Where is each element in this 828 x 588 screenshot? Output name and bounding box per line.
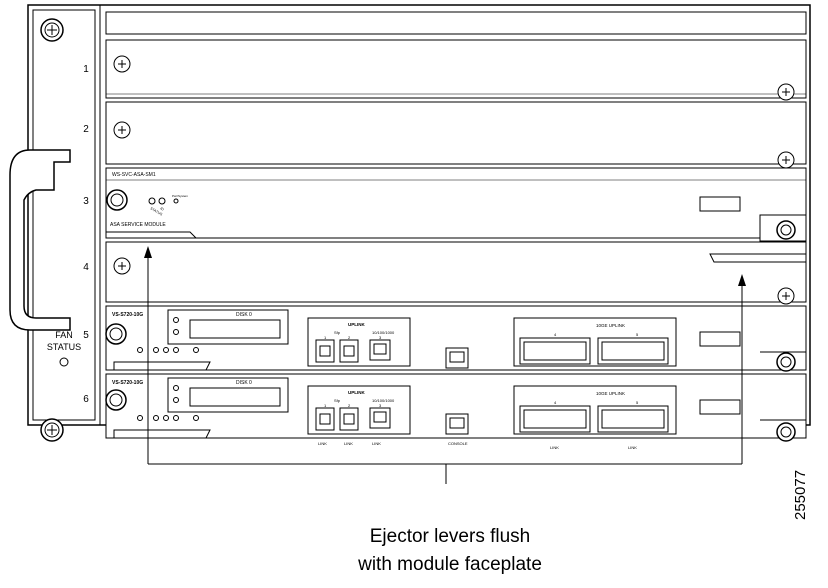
slot-5-port-4: 4	[554, 332, 557, 337]
slot-6-port-4: 4	[554, 400, 557, 405]
slot-6-link-1: LINK	[318, 441, 327, 446]
slot-5-port-2: 2	[348, 335, 351, 340]
slot-5-port-5: 5	[636, 332, 639, 337]
slot-number-5: 5	[83, 330, 89, 341]
chassis-handle	[9, 149, 71, 331]
fan-status-led	[59, 357, 69, 367]
slot-1-blank-plate	[105, 39, 807, 101]
slot-4-blank-plate	[105, 241, 807, 305]
figure-number: 255077	[792, 469, 809, 520]
slot-5-10ge-label: 10GE UPLINK	[596, 323, 625, 328]
slot-2-blank-plate	[105, 101, 807, 169]
slot-6-disk-label: DISK 0	[236, 380, 252, 386]
slot-5-model-label: VS-S720-10G	[112, 312, 143, 318]
slot-3-asa-module	[105, 167, 807, 242]
slot-6-link-5: LINK	[628, 445, 637, 450]
slot-number-3: 3	[83, 196, 89, 207]
slot-number-6: 6	[83, 394, 89, 405]
slot-5-uplink-label: UPLINK	[348, 322, 366, 327]
slot-number-4: 4	[83, 262, 89, 273]
slot-6-port-5: 5	[636, 400, 639, 405]
slot-6-uplink-label: UPLINK	[348, 390, 366, 395]
asa-led-pwr-label: Pwr/System	[172, 194, 189, 198]
callout-line-2: with module faceplate	[358, 554, 542, 575]
slot-6-link-2: LINK	[344, 441, 353, 446]
slot-6-10ge-label: 10GE UPLINK	[596, 391, 625, 396]
slot-6-link-4: LINK	[550, 445, 559, 450]
callout-arrows	[144, 246, 746, 484]
slot-5-supervisor	[105, 305, 807, 372]
slot-5-port-1: 1	[324, 335, 327, 340]
slot-6-supervisor	[105, 373, 807, 442]
slot-6-port-3: 3	[379, 403, 382, 408]
slot-6-port-1: 1	[324, 403, 327, 408]
slot-number-1: 1	[83, 64, 89, 75]
asa-top-label: WS-SVC-ASA-SM1	[112, 172, 156, 178]
fan-tray-screw-top	[40, 18, 64, 42]
slot-number-2: 2	[83, 124, 89, 135]
slot-6-port-2: 2	[348, 403, 351, 408]
slot-5-port-3: 3	[379, 335, 382, 340]
slot-6-console-label: CONSOLE	[448, 441, 468, 446]
fan-label: FAN	[55, 330, 73, 340]
top-rail	[105, 11, 807, 35]
asa-bottom-label: ASA SERVICE MODULE	[110, 222, 166, 228]
slot-6-sfp-label: Sfp	[334, 398, 341, 403]
asa-led-id-label: ID	[160, 206, 165, 211]
status-label: STATUS	[47, 342, 81, 352]
fan-tray-screw-bottom	[40, 418, 64, 442]
slot-5-sfp-label: Sfp	[334, 330, 341, 335]
slot-6-model-label: VS-S720-10G	[112, 380, 143, 386]
slot-6-rj45-label: 10/100/1000	[372, 398, 395, 403]
slot-6-link-3: LINK	[372, 441, 381, 446]
slot-5-rj45-label: 10/100/1000	[372, 330, 395, 335]
slot-5-disk-label: DISK 0	[236, 312, 252, 318]
asa-led-status-label: STATUS	[150, 206, 164, 216]
callout-line-1: Ejector levers flush	[369, 526, 531, 547]
fan-tray-panel	[32, 9, 96, 421]
